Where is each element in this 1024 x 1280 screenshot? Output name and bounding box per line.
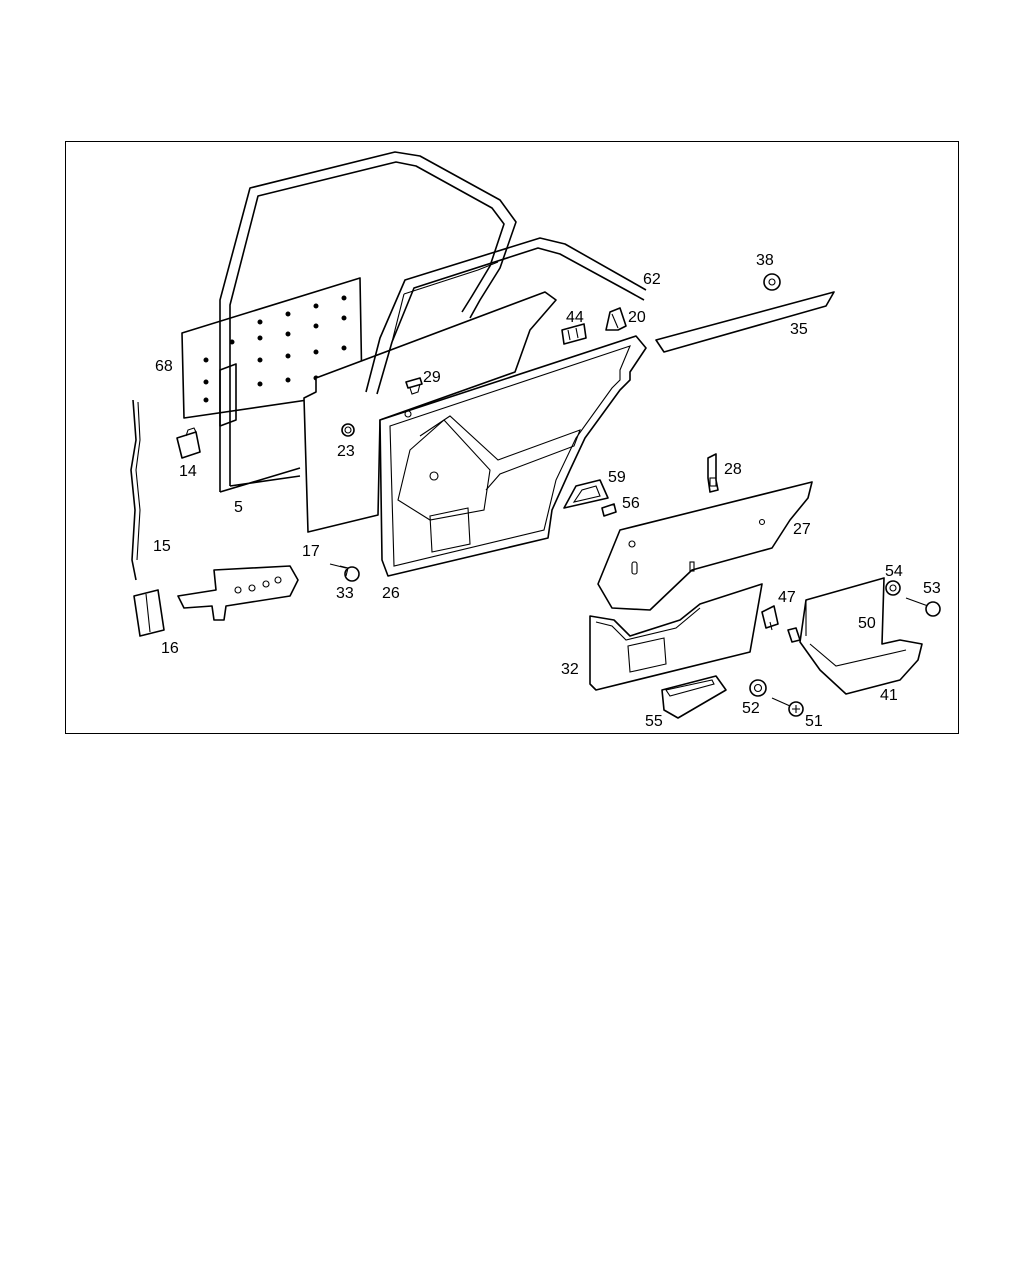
part-20-bracket (605, 307, 627, 331)
part-56-insert (601, 503, 617, 517)
part-59-handle-bezel (563, 479, 609, 509)
callout-33: 33 (336, 585, 354, 602)
diagram-frame (65, 141, 959, 734)
part-15-seal-strip (130, 399, 141, 581)
part-53-screw (905, 597, 941, 617)
part-5-door-seal (219, 151, 517, 493)
callout-labels: 68 5 14 15 16 17 23 29 33 26 44 20 62 38… (153, 252, 941, 730)
callout-26: 26 (382, 585, 400, 602)
callout-5: 5 (234, 499, 243, 516)
callout-47: 47 (778, 589, 796, 606)
part-27-lower-trim-panel (597, 481, 813, 611)
callout-62: 62 (643, 271, 661, 288)
part-41-armrest (787, 577, 923, 695)
callout-23: 23 (337, 443, 355, 460)
part-14-clip (176, 427, 201, 459)
callout-20: 20 (628, 309, 646, 326)
callout-59: 59 (608, 469, 626, 486)
part-52-washer (749, 679, 767, 697)
part-51-screw (771, 697, 804, 717)
part-44-clip (561, 323, 587, 345)
callout-68: 68 (155, 358, 173, 375)
callout-53: 53 (923, 580, 941, 597)
callout-35: 35 (790, 321, 808, 338)
callout-56: 56 (622, 495, 640, 512)
part-38-cap-nut (763, 273, 781, 291)
callout-29: 29 (423, 369, 441, 386)
callout-55: 55 (645, 713, 663, 730)
callout-51: 51 (805, 713, 823, 730)
callout-15: 15 (153, 538, 171, 555)
callout-27: 27 (793, 521, 811, 538)
part-16-cover (133, 589, 165, 637)
callout-50: 50 (858, 615, 876, 632)
callout-38: 38 (756, 252, 774, 269)
callout-28: 28 (724, 461, 742, 478)
part-33-push-clip (329, 563, 360, 582)
door-lock-mechanism (177, 565, 299, 621)
part-29-plug (405, 377, 423, 395)
callout-32: 32 (561, 661, 579, 678)
callout-14: 14 (179, 463, 197, 480)
part-54-washer (885, 580, 901, 596)
part-28-latch (707, 453, 719, 493)
callout-54: 54 (885, 563, 903, 580)
part-26-door-trim-panel (379, 335, 647, 577)
callout-16: 16 (161, 640, 179, 657)
callout-52: 52 (742, 700, 760, 717)
callout-44: 44 (566, 309, 584, 326)
part-23-grommet (341, 423, 355, 437)
part-47-clip (761, 605, 779, 631)
part-35-trim-strip (655, 291, 835, 353)
callout-41: 41 (880, 687, 898, 704)
part-17-inner-panel (303, 291, 557, 533)
part-55-ashtray (661, 675, 727, 719)
part-62-window-channel (365, 237, 647, 395)
part-32-map-pocket-panel (589, 583, 763, 691)
callout-17: 17 (302, 543, 320, 560)
